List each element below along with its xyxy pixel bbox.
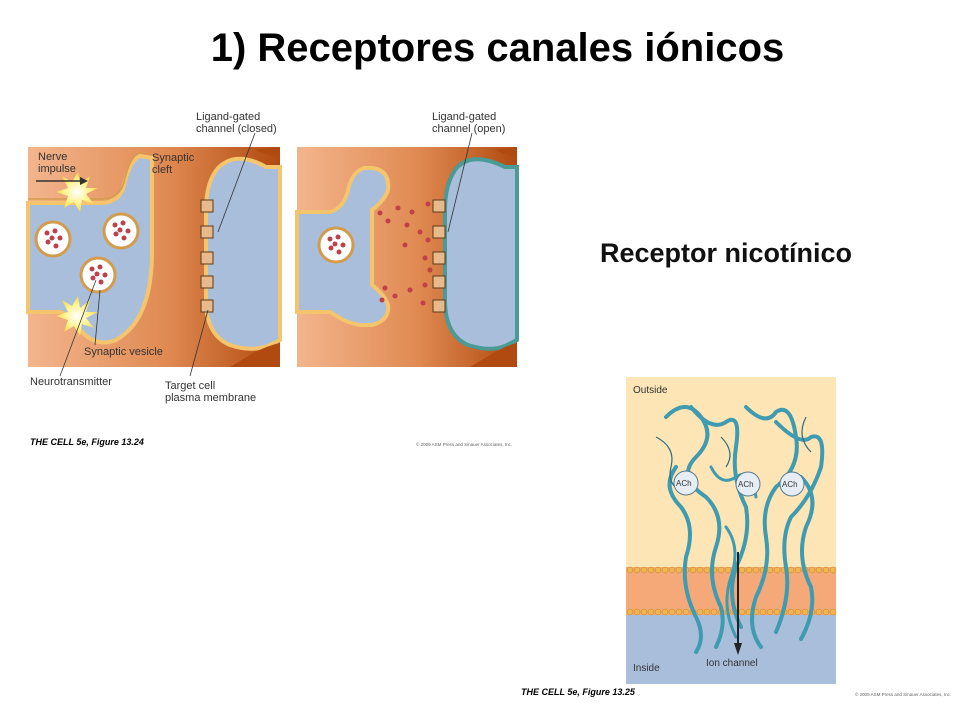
ach-label-2: ACh xyxy=(738,480,754,489)
lipid-head xyxy=(829,608,837,616)
lipid-head xyxy=(647,566,655,574)
lipid-head xyxy=(724,566,732,574)
ion-flow-arrowhead-icon xyxy=(734,643,742,655)
lipid-head xyxy=(794,566,802,574)
lipid-head xyxy=(773,566,781,574)
lipid-head xyxy=(703,608,711,616)
lipid-head xyxy=(675,608,683,616)
lipid-head xyxy=(801,608,809,616)
lipid-head xyxy=(703,566,711,574)
lipid-head xyxy=(675,566,683,574)
ach-label-3: ACh xyxy=(782,480,798,489)
released-neurotransmitter xyxy=(327,201,433,306)
open-channels xyxy=(432,199,446,313)
lipid-head xyxy=(787,566,795,574)
receptor-subtitle: Receptor nicotínico xyxy=(600,238,853,268)
lipid-head xyxy=(633,566,641,574)
open-channel-panel xyxy=(295,132,519,367)
lipid-head xyxy=(745,566,753,574)
lipid-head xyxy=(766,566,774,574)
nerve-impulse-flash-icon xyxy=(56,172,98,212)
lipid-head xyxy=(640,608,648,616)
synapse-figure: Nerve impulse Synaptic cleft Ligand-gate… xyxy=(0,0,530,460)
lipid-head xyxy=(654,608,662,616)
lipid-head xyxy=(766,608,774,616)
ach-binding-sites xyxy=(673,470,805,497)
lipid-head xyxy=(773,608,781,616)
neurotransmitter-label: Neurotransmitter xyxy=(30,376,112,388)
lipid-head xyxy=(710,608,718,616)
synaptic-vesicle-label: Synaptic vesicle xyxy=(84,346,163,358)
lipid-head xyxy=(794,608,802,616)
open-channel-label: Ligand-gated channel (open) xyxy=(432,111,506,135)
inside-label: Inside xyxy=(633,663,660,674)
synapse-figure-caption: THE CELL 5e, Figure 13.24 xyxy=(30,437,144,447)
lipid-head xyxy=(822,608,830,616)
synapse-illustration xyxy=(26,132,519,377)
synapse-figure-copyright: © 2009 ASM Press and Sinauer Associates,… xyxy=(416,442,513,447)
lipid-head xyxy=(640,566,648,574)
lipid-head xyxy=(815,566,823,574)
lipid-head xyxy=(752,566,760,574)
receptor-figure-copyright: © 2009 ASM Press and Sinauer Associates,… xyxy=(855,692,952,697)
lipid-head xyxy=(759,608,767,616)
outside-label: Outside xyxy=(633,385,668,396)
lipid-head xyxy=(668,566,676,574)
protein-structure xyxy=(664,405,825,654)
lipid-head xyxy=(661,566,669,574)
lipid-head xyxy=(829,566,837,574)
target-cell-label: Target cell plasma membrane xyxy=(165,380,257,404)
lipid-head xyxy=(626,608,634,616)
closed-channel-panel xyxy=(26,132,282,377)
lipid-head xyxy=(696,566,704,574)
lipid-head xyxy=(689,566,697,574)
ion-channel-label: Ion channel xyxy=(706,658,758,669)
lipid-head xyxy=(787,608,795,616)
lipid-head xyxy=(647,608,655,616)
receptor-illustration xyxy=(626,377,837,684)
lipid-head xyxy=(633,608,641,616)
lipid-head xyxy=(738,608,746,616)
lipid-head xyxy=(696,608,704,616)
lipid-head xyxy=(717,566,725,574)
lipid-head xyxy=(815,608,823,616)
closed-channels xyxy=(200,199,214,313)
lipid-head xyxy=(808,566,816,574)
lipid-head xyxy=(654,566,662,574)
lipid-head xyxy=(822,566,830,574)
synaptic-vesicles xyxy=(34,212,140,294)
closed-channel-label: Ligand-gated channel (closed) xyxy=(196,111,277,135)
lipid-head xyxy=(668,608,676,616)
slide-title: 1) Receptores canales iónicos xyxy=(210,26,785,70)
receptor-figure: Outside Inside Ion channel ACh ACh ACh T… xyxy=(510,370,960,710)
lipid-head xyxy=(682,608,690,616)
lipid-head xyxy=(738,566,746,574)
lipid-head xyxy=(626,566,634,574)
receptor-figure-caption: THE CELL 5e, Figure 13.25 xyxy=(521,687,635,697)
synaptic-cleft-label: Synaptic cleft xyxy=(152,152,195,176)
nerve-impulse-label: Nerve impulse xyxy=(38,151,76,175)
ach-label-1: ACh xyxy=(676,479,692,488)
nerve-impulse-flash-icon xyxy=(56,296,98,336)
lipid-head xyxy=(661,608,669,616)
